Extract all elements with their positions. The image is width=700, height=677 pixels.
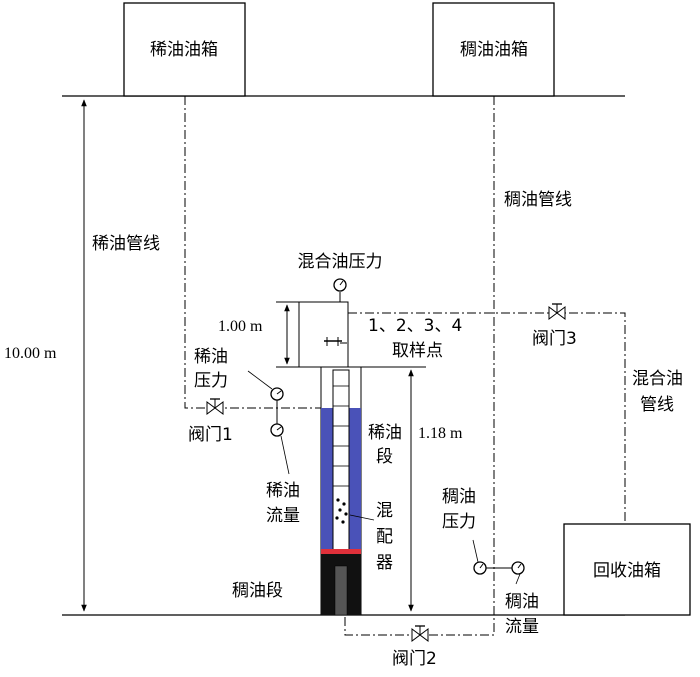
mixer-particles	[335, 498, 348, 524]
heavy-pressure-label-1: 稠油	[442, 487, 476, 507]
top-height-label: 1.00 m	[218, 318, 263, 335]
heavy-flow-leader	[515, 573, 521, 585]
sampling-points-label: 1、2、3、4	[368, 316, 462, 336]
valve-2-icon	[411, 625, 429, 642]
total-height-label: 10.00 m	[4, 345, 57, 362]
heavy-pressure-needle	[479, 563, 484, 569]
mixer-inner-elements	[333, 385, 349, 487]
heavy-pressure-leader	[472, 539, 479, 563]
thin-flow-leader	[280, 435, 290, 475]
mixed-pipeline-label-1: 混合油	[632, 369, 683, 389]
mixing-chamber	[298, 301, 349, 368]
recovery-tank	[563, 523, 691, 616]
heavy-oil-tank-label: 稠油油箱	[460, 40, 528, 60]
thin-pressure-label-1: 稀油	[194, 347, 228, 367]
section-height-label: 1.18 m	[418, 425, 463, 442]
heavy-oil-pipeline	[344, 96, 495, 636]
thin-pipeline-label: 稀油管线	[92, 234, 160, 254]
mixer-label-2: 配	[376, 527, 393, 547]
mixed-pipeline-label-2: 管线	[640, 395, 674, 415]
thin-oil-tank-label: 稀油油箱	[150, 40, 218, 60]
heavy-oil-tank	[432, 2, 555, 97]
thin-pressure-needle	[276, 390, 282, 395]
thin-flow-label-1: 稀油	[266, 481, 300, 501]
heavy-flow-label-2: 流量	[505, 617, 539, 637]
mixer-band	[321, 549, 361, 554]
thin-flow-needle	[276, 426, 282, 431]
mixed-oil-pipeline	[348, 312, 626, 524]
thin-oil-pipeline	[184, 96, 325, 409]
heavy-section-label: 稠油段	[232, 581, 283, 601]
mixer-label-3: 器	[376, 553, 393, 573]
mixed-pressure-needle	[339, 280, 344, 286]
sampling-points-label-2: 取样点	[392, 341, 443, 361]
heavy-flow-needle	[517, 563, 522, 569]
mixed-pressure-label: 混合油压力	[298, 252, 383, 272]
mixer-leader	[349, 514, 375, 521]
valve-3-label: 阀门3	[532, 329, 577, 349]
valve-3-icon	[548, 303, 566, 320]
thin-pressure-label-2: 压力	[194, 371, 228, 391]
valve-1-icon	[206, 398, 224, 415]
thin-section-label-1: 稀油	[368, 423, 402, 443]
recovery-tank-label: 回收油箱	[593, 561, 661, 581]
valve-2-label: 阀门2	[392, 649, 437, 669]
thin-oil-tank	[123, 2, 246, 97]
thin-flow-label-2: 流量	[266, 506, 300, 526]
mixer-inner-tube	[332, 369, 350, 553]
heavy-section-inner	[334, 565, 348, 616]
heavy-pressure-label-2: 压力	[442, 512, 476, 532]
heavy-flow-label-1: 稠油	[505, 592, 539, 612]
thin-section-label-2: 段	[376, 447, 393, 467]
mixer-label-1: 混	[376, 501, 393, 521]
heavy-pipeline-label: 稠油管线	[504, 190, 572, 210]
valve-1-label: 阀门1	[188, 425, 233, 445]
thin-pressure-leader	[247, 370, 273, 390]
